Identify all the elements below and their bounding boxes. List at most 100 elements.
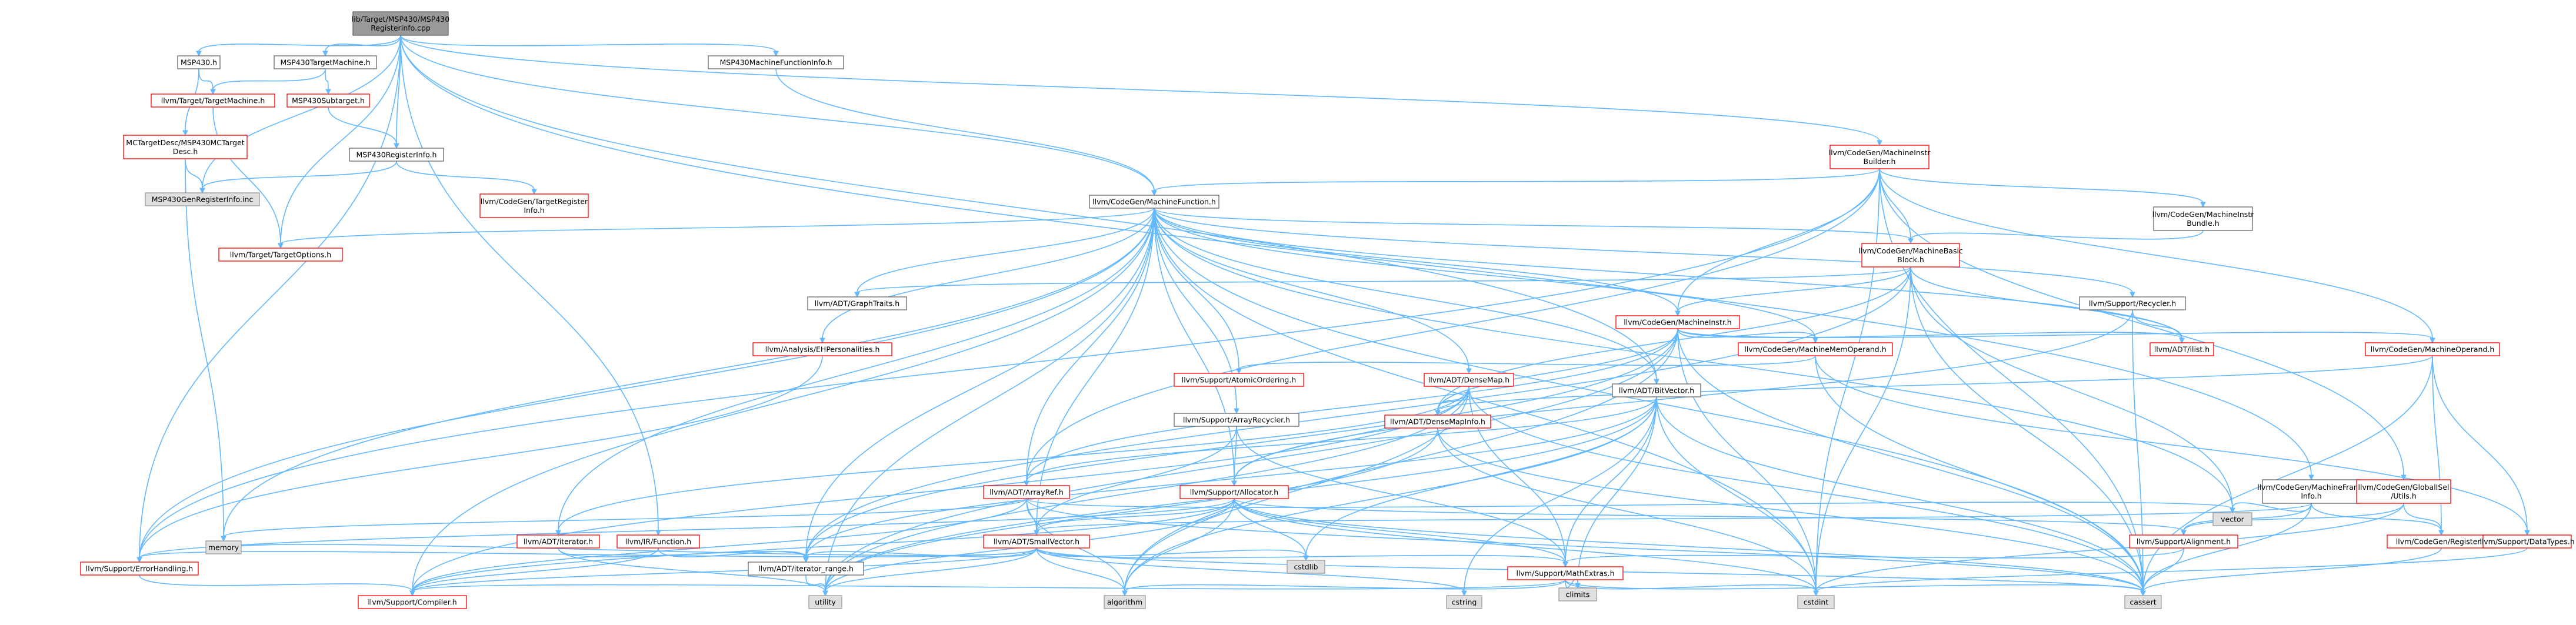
edge-bitvector-to-arrayref <box>1026 396 1657 482</box>
node-allocator[interactable]: llvm/Support/Allocator.h <box>1179 485 1289 499</box>
node-label: llvm/CodeGen/GlobalISel <box>2358 483 2450 492</box>
edge-arrowhead-ehpers <box>819 337 825 344</box>
node-reginfo[interactable]: MSP430RegisterInfo.h <box>349 148 444 162</box>
node-box <box>2124 595 2162 609</box>
edge-mib-to-cstdint <box>1815 168 1880 592</box>
node-msp430mfi[interactable]: MSP430MachineFunctionInfo.h <box>708 55 844 69</box>
edge-register-to-cassert <box>2142 547 2442 592</box>
edge-root-to-topt <box>280 35 401 245</box>
edge-mf-to-memory <box>223 208 1155 537</box>
node-subtarget[interactable]: MSP430Subtarget.h <box>286 93 370 108</box>
node-box <box>1174 373 1304 387</box>
node-topt[interactable]: llvm/Target/TargetOptions.h <box>218 248 343 262</box>
node-label: MSP430RegisterInfo.h <box>356 151 437 159</box>
node-mf[interactable]: llvm/CodeGen/MachineFunction.h <box>1089 195 1219 209</box>
node-smallvector[interactable]: llvm/ADT/SmallVector.h <box>983 534 1090 549</box>
edge-arrowhead-cstring <box>1461 590 1467 597</box>
node-box <box>2150 342 2214 356</box>
node-arrayref[interactable]: llvm/ADT/ArrayRef.h <box>983 485 1070 499</box>
node-compiler[interactable]: llvm/Support/Compiler.h <box>358 595 467 609</box>
edge-arrowhead-arrayrecycler <box>1234 408 1239 415</box>
edge-arrowhead-algorithm <box>1122 590 1128 597</box>
node-msp430tm[interactable]: MSP430TargetMachine.h <box>274 55 377 69</box>
node-iterrange[interactable]: llvm/ADT/iterator_range.h <box>748 562 864 576</box>
edge-mcdesc-to-memory <box>185 158 224 537</box>
edge-mf-to-ehpers <box>822 208 1155 339</box>
node-register[interactable]: llvm/CodeGen/Register.h <box>2387 534 2496 549</box>
node-arrayrecycler[interactable]: llvm/Support/ArrayRecycler.h <box>1174 413 1299 427</box>
node-mmo[interactable]: llvm/CodeGen/MachineMemOperand.h <box>1738 342 1893 356</box>
node-mathextras[interactable]: llvm/Support/MathExtras.h <box>1507 566 1624 580</box>
node-label: cstdint <box>1804 598 1829 607</box>
edge-mbb-to-cstdint <box>1815 266 1911 592</box>
node-label: vector <box>2221 515 2245 524</box>
node-densemapinfo[interactable]: llvm/ADT/DenseMapInfo.h <box>1384 415 1491 429</box>
node-label: cassert <box>2130 598 2156 607</box>
node-box <box>80 562 199 576</box>
edge-mib-to-mf <box>1154 168 1880 192</box>
node-datatypes[interactable]: llvm/Support/DataTypes.h <box>2480 534 2575 549</box>
node-mo[interactable]: llvm/CodeGen/MachineOperand.h <box>2365 342 2500 356</box>
node-label: llvm/ADT/ilist.h <box>2154 345 2210 354</box>
edge-arrowhead-iterrange <box>803 557 809 563</box>
node-climits: climits <box>1558 587 1597 601</box>
node-label: lib/Target/MSP430/MSP430 <box>352 15 449 24</box>
node-irfunction[interactable]: llvm/IR/Function.h <box>616 534 700 549</box>
node-ehpers[interactable]: llvm/Analysis/EHPersonalities.h <box>752 342 892 356</box>
edge-arrowhead-mfi <box>2308 474 2314 481</box>
edge-arrowhead-mibundle <box>2200 202 2206 208</box>
node-graphtraits[interactable]: llvm/ADT/GraphTraits.h <box>807 296 907 310</box>
node-bitvector[interactable]: llvm/ADT/BitVector.h <box>1612 383 1701 397</box>
edge-arrowhead-mmo <box>1812 337 1818 344</box>
edge-arrowhead-reginfo <box>394 143 399 149</box>
edge-mib-to-mbb <box>1879 168 1911 240</box>
node-atomic[interactable]: llvm/Support/AtomicOrdering.h <box>1174 373 1304 387</box>
edge-densemapinfo-to-cstdint <box>1437 427 1817 592</box>
edge-mi-to-utility <box>825 328 1678 592</box>
edge-irfunction-to-iterrange <box>658 547 807 559</box>
edge-reginfo-to-genreg <box>202 161 397 189</box>
node-errhandling[interactable]: llvm/Support/ErrorHandling.h <box>80 562 199 576</box>
node-box <box>177 55 221 69</box>
edge-ehpers-to-errhandling <box>139 355 823 559</box>
node-msp430h[interactable]: MSP430.h <box>177 55 221 69</box>
node-label: llvm/Support/Allocator.h <box>1190 488 1278 497</box>
node-box <box>123 135 248 159</box>
edge-root-to-irfunction <box>400 35 659 532</box>
node-label: MCTargetDesc/MSP430MCTarget <box>126 138 244 147</box>
node-label: Bundle.h <box>2187 219 2219 228</box>
node-ilist[interactable]: llvm/ADT/ilist.h <box>2150 342 2214 356</box>
node-iterator[interactable]: llvm/ADT/iterator.h <box>516 534 600 549</box>
node-box <box>2356 479 2451 504</box>
edge-iterrange-to-utility <box>805 574 826 592</box>
edge-msp430h-to-tm <box>198 68 214 91</box>
node-box <box>2079 296 2186 310</box>
edge-mf-to-topt <box>280 208 1155 245</box>
node-layer: lib/Target/MSP430/MSP430RegisterInfo.cpp… <box>80 11 2575 609</box>
node-tm[interactable]: llvm/Target/TargetMachine.h <box>151 93 275 108</box>
edge-root-to-errhandling <box>139 35 401 559</box>
edge-allocator-to-mathextras <box>1234 498 1566 563</box>
edge-mi-to-mo <box>1677 328 2433 339</box>
edge-alignment-to-mathextras <box>1565 547 2184 563</box>
edge-mib-to-errhandling <box>139 168 1880 559</box>
node-globalisel[interactable]: llvm/CodeGen/GlobalISel/Utils.h <box>2356 479 2451 504</box>
node-alignment[interactable]: llvm/Support/Alignment.h <box>2129 534 2238 549</box>
edge-mi-to-iterrange <box>805 328 1678 559</box>
edge-allocator-to-compiler <box>412 498 1235 592</box>
edge-densemapinfo-to-cassert <box>1437 427 2144 592</box>
edge-mf-to-iterrange <box>805 208 1155 559</box>
edge-arrowhead-iterator <box>555 530 561 536</box>
edge-mib-to-globalisel <box>1879 168 2404 476</box>
node-box <box>286 93 370 108</box>
node-recycler[interactable]: llvm/Support/Recycler.h <box>2079 296 2186 310</box>
node-densemap[interactable]: llvm/ADT/DenseMap.h <box>1424 373 1514 387</box>
node-mi[interactable]: llvm/CodeGen/MachineInstr.h <box>1615 315 1740 329</box>
